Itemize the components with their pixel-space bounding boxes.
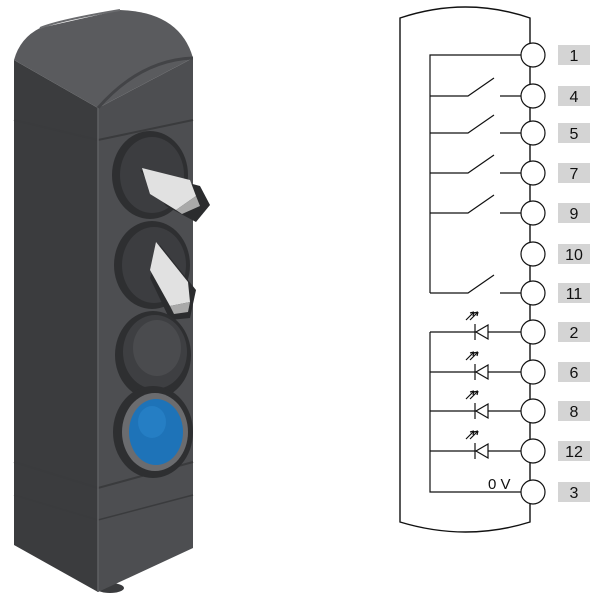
terminal-tag: [558, 86, 590, 106]
terminal-tag: [558, 283, 590, 303]
terminal-circle: [520, 438, 546, 464]
terminal-11: 11: [520, 280, 590, 306]
terminal-9: 9: [520, 200, 590, 226]
terminal-circle: [520, 398, 546, 424]
led-common-bus: [429, 332, 521, 493]
terminal-tag: [558, 45, 590, 65]
housing-outline: [399, 6, 531, 533]
terminal-tag: [558, 362, 590, 382]
terminal-7: 7: [520, 160, 590, 186]
pushbutton-blue[interactable]: [113, 386, 193, 478]
terminal-circle: [520, 83, 546, 109]
terminal-circle: [520, 241, 546, 267]
selector-lever-icon: [150, 242, 196, 320]
no-contact-5: [430, 114, 521, 134]
terminal-circle: [520, 200, 546, 226]
terminal-circle: [520, 120, 546, 146]
terminal-4: 4: [520, 83, 590, 109]
terminal-tag: [558, 123, 590, 143]
no-contact-11: [430, 274, 521, 294]
terminal-8: 8: [520, 398, 590, 424]
terminal-label: 1: [570, 48, 579, 65]
terminal-tag: [558, 482, 590, 502]
contact-common-bus: [429, 54, 521, 293]
selector-lever-icon: [140, 168, 210, 222]
terminal-tag: [558, 244, 590, 264]
led-2: [430, 311, 521, 341]
pushbutton-icon: [123, 315, 187, 389]
no-contact-9: [430, 194, 521, 214]
led-12: [430, 430, 521, 460]
terminal-circle: [520, 280, 546, 306]
pushbutton-dark[interactable]: [115, 311, 191, 399]
device-top-face: [14, 10, 193, 108]
terminal-circle: [520, 160, 546, 186]
terminal-tag: [558, 163, 590, 183]
wiring-schematic: 1 4 5 7 9 10 11 2 6 8 12 3 0 V: [399, 6, 590, 533]
terminal-label: 3: [570, 485, 579, 502]
terminal-label: 6: [570, 365, 579, 382]
terminal-label: 12: [565, 444, 583, 461]
circuit-wiring: [429, 54, 521, 493]
terminal-label: 5: [570, 126, 579, 143]
terminal-tag: [558, 203, 590, 223]
control-station-device: [13, 9, 210, 593]
terminal-label: 11: [566, 286, 583, 303]
terminal-2: 2: [520, 319, 590, 345]
terminal-label: 4: [570, 89, 579, 106]
selector-switch-1[interactable]: [112, 131, 210, 222]
terminal-circle: [520, 319, 546, 345]
terminal-5: 5: [520, 120, 590, 146]
terminal-circle: [520, 359, 546, 385]
terminal-1: 1: [520, 42, 590, 68]
led-6: [430, 351, 521, 381]
terminal-label: 2: [570, 325, 579, 342]
terminal-3: 3: [520, 479, 590, 505]
selector-switch-2[interactable]: [114, 221, 196, 320]
pushbutton-icon: [129, 399, 183, 465]
terminal-circle: [520, 42, 546, 68]
terminal-label: 7: [570, 166, 579, 183]
terminal-10: 10: [520, 241, 590, 267]
terminal-tag: [558, 441, 590, 461]
terminal-column: 1 4 5 7 9 10 11 2 6 8 12 3: [520, 42, 590, 505]
no-contact-4: [430, 77, 521, 97]
terminal-label: 10: [565, 247, 583, 264]
led-8: [430, 390, 521, 420]
ground-label: 0 V: [488, 476, 511, 493]
device-side-face: [14, 60, 98, 592]
terminal-label: 8: [570, 404, 579, 421]
terminal-tag: [558, 401, 590, 421]
no-contact-7: [430, 154, 521, 174]
terminal-6: 6: [520, 359, 590, 385]
terminal-label: 9: [570, 206, 579, 223]
terminal-12: 12: [520, 438, 590, 464]
terminal-circle: [520, 479, 546, 505]
terminal-tag: [558, 322, 590, 342]
